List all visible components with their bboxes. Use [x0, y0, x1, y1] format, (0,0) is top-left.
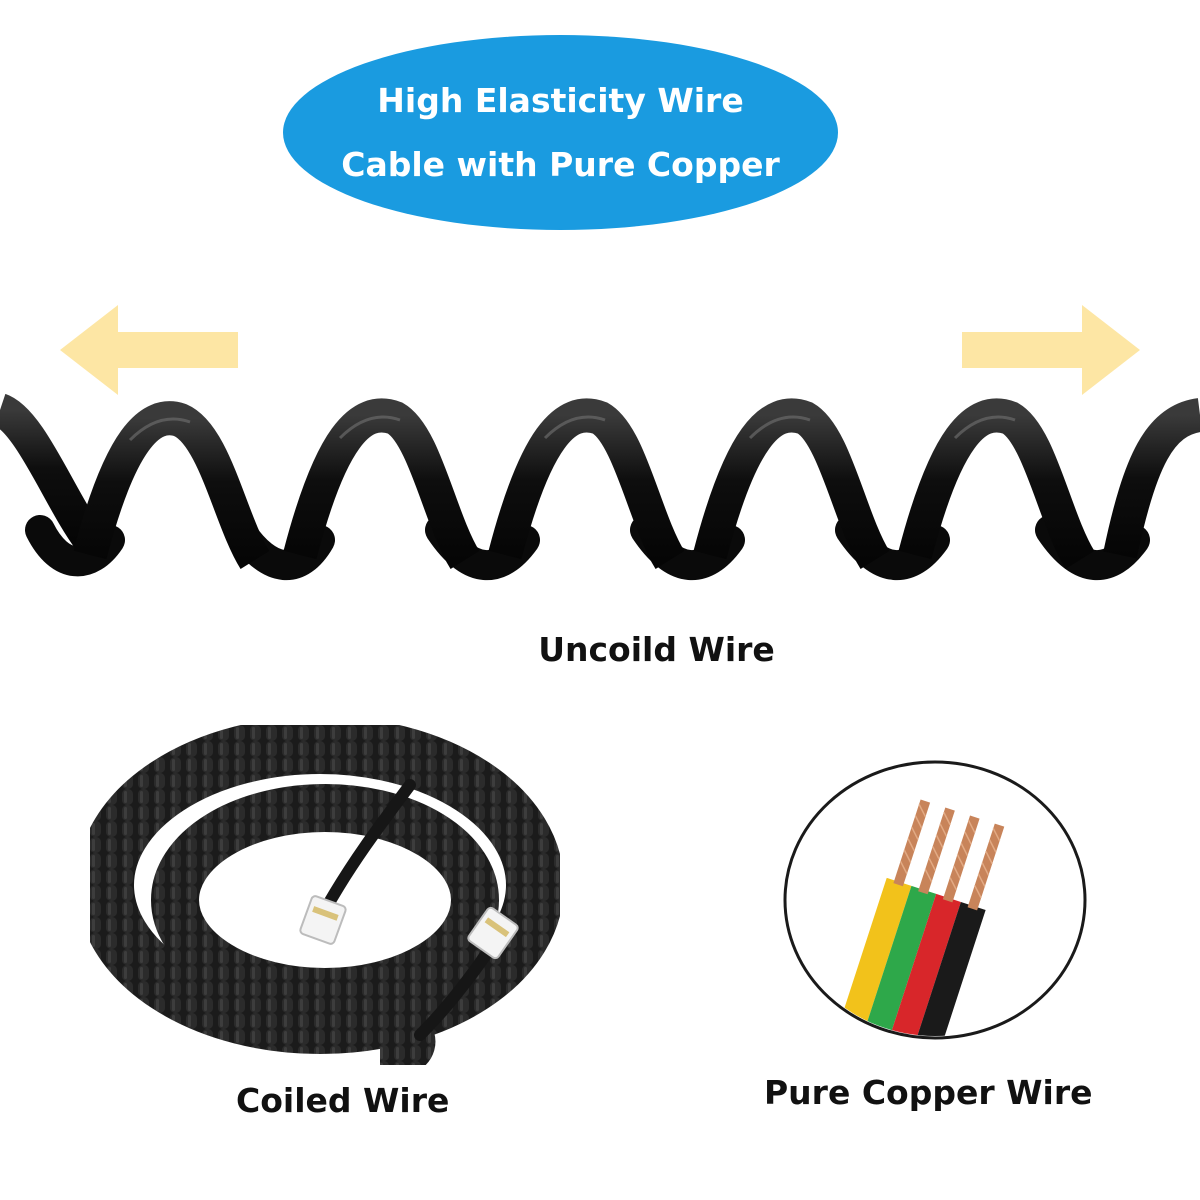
uncoiled-wire-label: Uncoild Wire: [538, 630, 775, 669]
arrow-right-icon: [962, 305, 1140, 395]
copper-wire-image: [783, 760, 1087, 1040]
copper-wire-label: Pure Copper Wire: [764, 1073, 1093, 1112]
arrow-left-icon: [60, 305, 238, 395]
coiled-wire-label: Coiled Wire: [236, 1081, 450, 1120]
coiled-wire-image: [90, 725, 560, 1065]
connector-icon: [467, 906, 519, 960]
connector-icon: [299, 895, 347, 945]
uncoiled-wire-image: [0, 393, 1200, 580]
title-line-2: Cable with Pure Copper: [341, 144, 780, 184]
title-line-1: High Elasticity Wire: [377, 80, 744, 120]
title-banner: High Elasticity Wire Cable with Pure Cop…: [283, 35, 838, 230]
